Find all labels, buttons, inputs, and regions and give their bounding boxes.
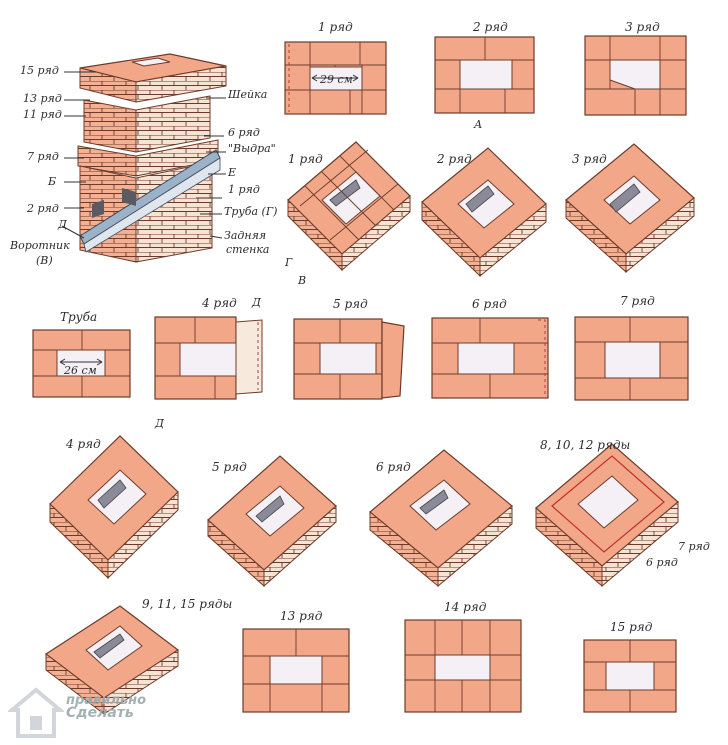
marker-a: А [474, 118, 483, 131]
plan-row-15 [583, 639, 677, 713]
label-zadnyaya: Задняя [224, 229, 267, 242]
title-iso-row-2: 2 ряд [437, 152, 472, 166]
plan-row-13 [242, 628, 350, 713]
label-stenka: стенка [226, 243, 270, 256]
iso-row-5 [207, 455, 337, 588]
chimney-section-view [77, 53, 227, 263]
iso-row-1 [287, 141, 411, 272]
plan-row-3 [584, 35, 687, 116]
iso-row-9-11-15 [44, 605, 180, 716]
label-main-r6: 6 ряд [228, 126, 260, 139]
label-main-b: Б [48, 175, 57, 188]
label-main-r11: 11 ряд [23, 108, 62, 121]
plan-row-7 [574, 316, 689, 401]
title-plan-row-14: 14 ряд [444, 600, 487, 614]
label-main-r1: 1 ряд [228, 183, 260, 196]
plan-row-2 [434, 36, 535, 114]
iso-row-4 [49, 435, 179, 580]
marker-v: В [298, 274, 307, 287]
marker-g: Г [285, 256, 293, 269]
title-plan-row-5: 5 ряд [333, 297, 368, 311]
title-iso-row-5: 5 ряд [212, 460, 247, 474]
plan-truba [32, 329, 131, 398]
plan-row-6 [431, 317, 549, 399]
title-plan-row-7: 7 ряд [620, 294, 655, 308]
label-iso-r7: 7 ряд [678, 540, 710, 553]
label-main-d: Д [58, 218, 67, 231]
label-main-r13: 13 ряд [23, 92, 62, 105]
marker-d-iso: Д [155, 417, 164, 430]
watermark-text: правильно Сделать [66, 694, 146, 720]
plan-row-14 [404, 619, 522, 713]
iso-row-6 [369, 449, 513, 588]
title-plan-row-6: 6 ряд [472, 297, 507, 311]
title-plan-row-3: 3 ряд [625, 20, 660, 34]
title-plan-row-13: 13 ряд [280, 609, 323, 623]
dim-arrow-26 [59, 358, 103, 366]
title-truba: Труба [60, 310, 98, 324]
iso-row-8-10-12 [535, 443, 679, 588]
label-main-e: Е [228, 166, 237, 179]
plan-row-5 [293, 318, 405, 400]
title-iso-row-1: 1 ряд [288, 152, 323, 166]
watermark-line1: правильно [66, 693, 147, 708]
title-iso-row-3: 3 ряд [572, 152, 607, 166]
iso-row-2 [421, 147, 547, 278]
dim-truba: 26 см [64, 364, 97, 377]
title-iso-row-8-10-12: 8, 10, 12 ряды [540, 438, 631, 452]
label-vorotnik: Воротник [10, 239, 70, 252]
plan-row-4 [154, 316, 263, 400]
watermark-line2: Сделать [66, 705, 134, 721]
label-truba-g: Труба (Г) [224, 205, 278, 218]
title-plan-row-4: 4 ряд [202, 296, 237, 310]
marker-d-plan: Д [252, 296, 261, 309]
label-main-r15: 15 ряд [20, 64, 59, 77]
watermark-house-icon [8, 687, 64, 738]
label-main-r2: 2 ряд [27, 202, 59, 215]
title-iso-row-6: 6 ряд [376, 460, 411, 474]
iso-row-3 [565, 143, 695, 274]
label-main-r7: 7 ряд [27, 150, 59, 163]
title-plan-row-1: 1 ряд [318, 20, 353, 34]
title-iso-row-9-11-15: 9, 11, 15 ряды [142, 597, 233, 611]
title-plan-row-2: 2 ряд [473, 20, 508, 34]
dim-plan-row-1: 29 см [320, 73, 353, 86]
title-plan-row-15: 15 ряд [610, 620, 653, 634]
title-iso-row-4: 4 ряд [66, 437, 101, 451]
leader-lines [61, 71, 226, 239]
label-vorotnik-v: (В) [36, 254, 53, 267]
label-sheika: Шейка [228, 88, 268, 101]
label-vydra: "Выдра" [228, 142, 276, 155]
dim-arrow-29 [311, 74, 359, 82]
label-iso-r6: 6 ряд [646, 556, 678, 569]
